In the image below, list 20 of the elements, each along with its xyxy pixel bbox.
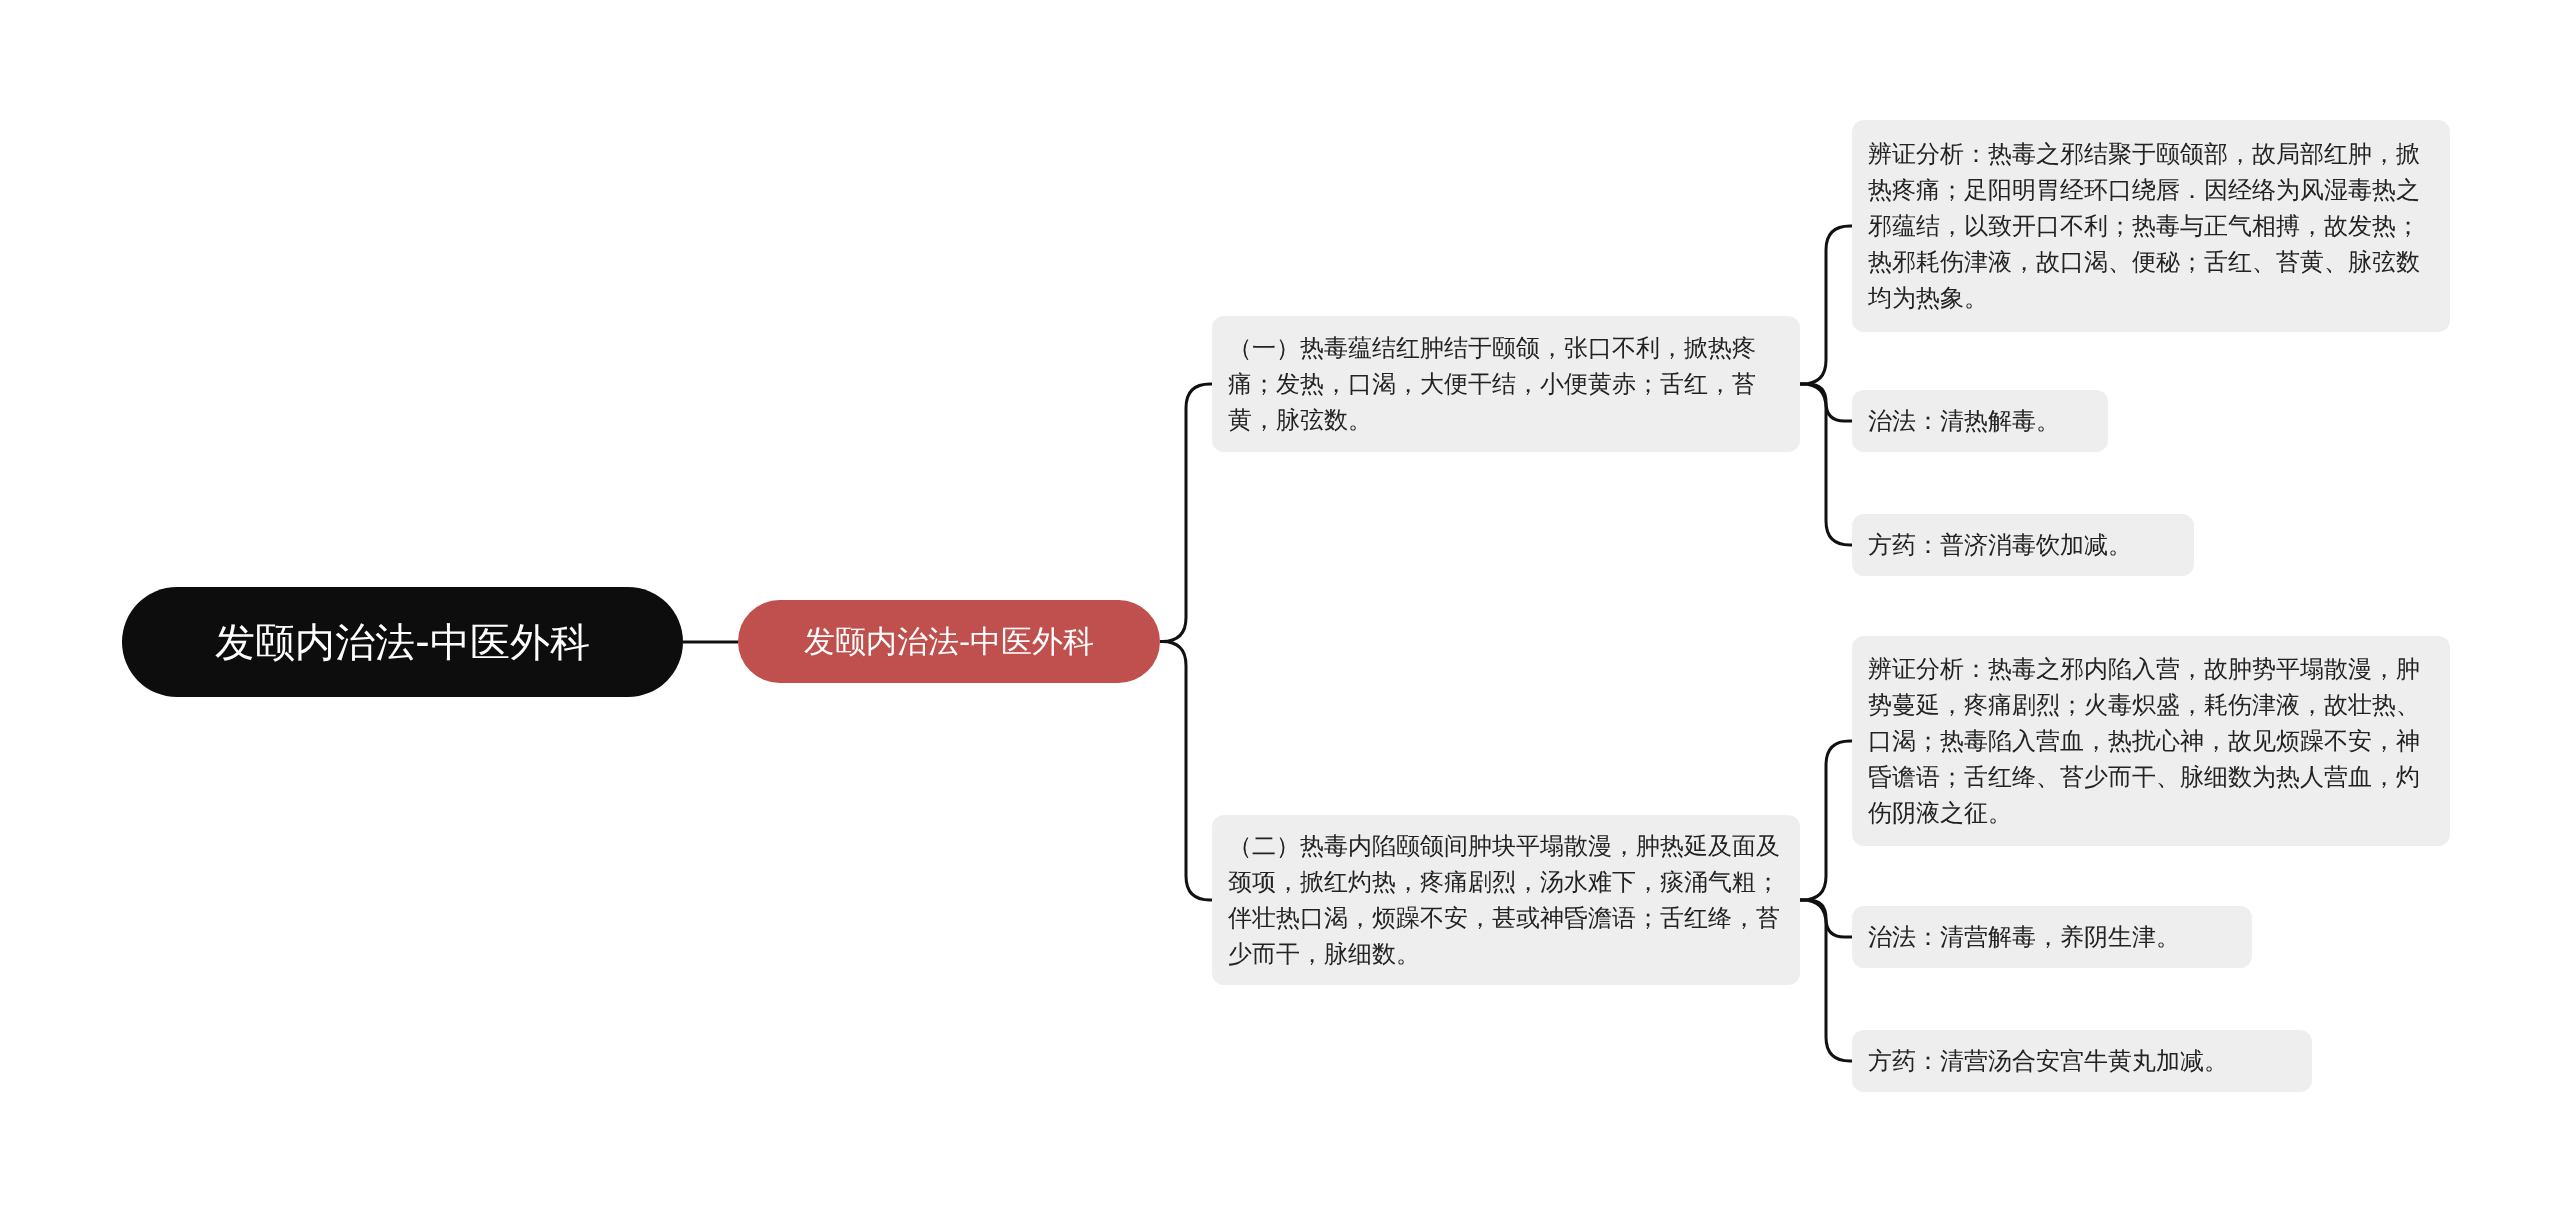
detail-box xyxy=(1852,390,2108,452)
detail-box xyxy=(1852,120,2450,332)
detail-box xyxy=(1852,636,2450,846)
topic-text: 治法：清营解毒，养阴生津。 xyxy=(1868,922,2180,953)
topic-text: 发颐内治法-中医外科 xyxy=(215,617,590,667)
detail-box xyxy=(1852,1030,2312,1092)
subtopic-box xyxy=(1212,316,1800,452)
topic-text: 方药：普济消毒饮加减。 xyxy=(1868,530,2132,561)
topic-text: 辨证分析：热毒之邪内陷入营，故肿势平塌散漫，肿势蔓延，疼痛剧烈；火毒炽盛，耗伤津液，故壮热、口渴；热毒陷入营血，热扰心神，故见烦躁不安，神昏谵语；舌红绛、苔少而干、脉细数为热人营血，灼伤阴液之征。 xyxy=(1868,654,2421,829)
topic-text: （二）热毒内陷颐颌间肿块平塌散漫，肿热延及面及颈项，掀红灼热，疼痛剧烈，汤水难下，痰涌气粗；伴壮热口渴，烦躁不安，甚或神昏澹语；舌红绛，苔少而干，脉细数。 xyxy=(1228,831,1781,970)
subtopic-box xyxy=(1212,815,1800,985)
topic-text: （一）热毒蕴结红肿结于颐颌，张口不利，掀热疼痛；发热，口渴，大便干结，小便黄赤；舌红，苔黄，脉弦数。 xyxy=(1228,333,1757,436)
connector-line xyxy=(1159,640,1213,902)
connector-line xyxy=(683,640,738,644)
topic-text: 辨证分析：热毒之邪结聚于颐颌部，故局部红肿，掀热疼痛；足阳明胃经环口绕唇．因经络为风湿毒热之邪蕴结，以致开口不利；热毒与正气相搏，故发热；热邪耗伤津液，故口渴、便秘；舌红、苔黄、脉弦数均为热象。 xyxy=(1868,139,2421,314)
topic-text: 治法：清热解毒。 xyxy=(1868,406,2060,437)
detail-box xyxy=(1852,514,2194,576)
topic-text: 发颐内治法-中医外科 xyxy=(803,621,1095,661)
detail-box xyxy=(1852,906,2252,968)
topic-text: 方药：清营汤合安宫牛黄丸加减。 xyxy=(1868,1046,2228,1077)
